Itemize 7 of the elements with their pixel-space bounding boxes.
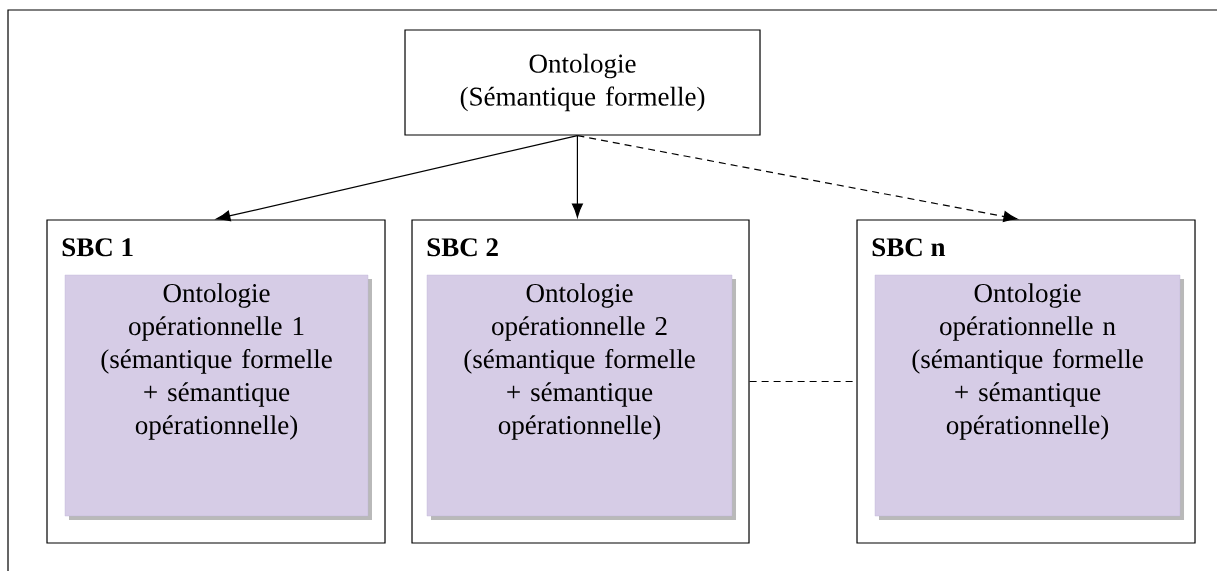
ontology-box: Ontologie opérationnelle 2 (sémantique formelle + sémantique opérationnelle) (426, 274, 736, 520)
ontology-box: Ontologie opérationnelle n (sémantique formelle + sémantique opérationnelle) (874, 274, 1184, 520)
arrow (216, 135, 578, 222)
concept-box: Ontologie (Sémantique formelle) (404, 29, 761, 136)
arrow (571, 135, 583, 218)
arrow (576, 135, 1018, 222)
ontology-box: Ontologie opérationnelle 1 (sémantique formelle + sémantique opérationnelle) (64, 274, 372, 520)
